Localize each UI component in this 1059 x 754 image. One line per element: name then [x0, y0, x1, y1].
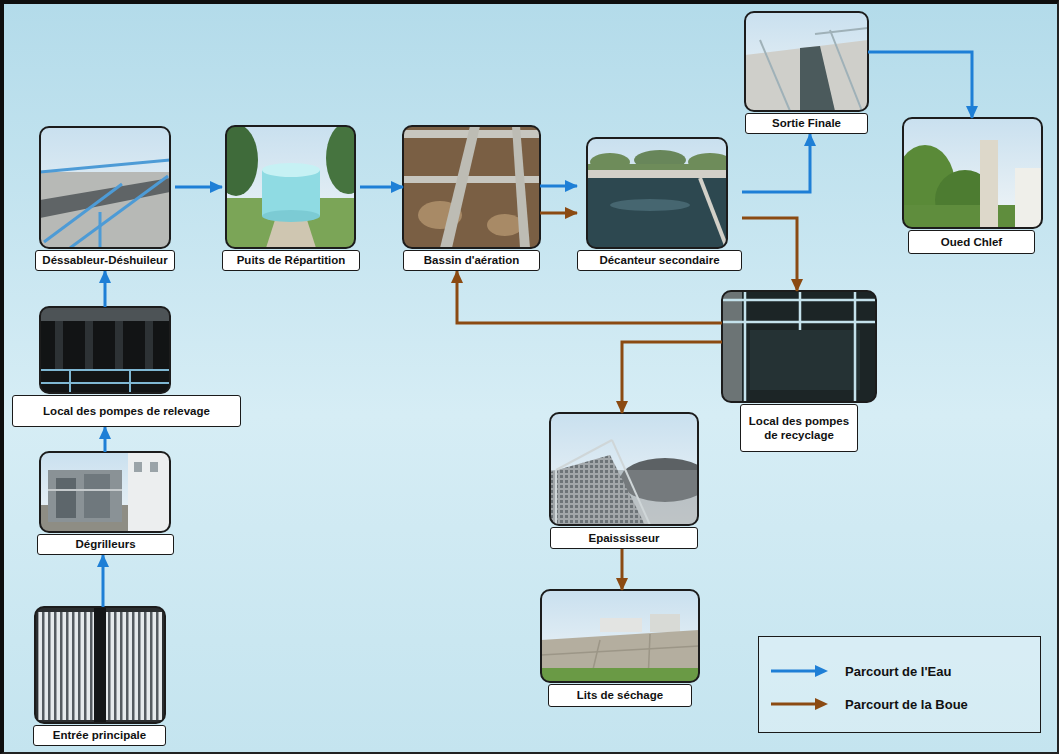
- step-label: Sortie Finale: [745, 113, 868, 134]
- step-label: Local des pompes de recyclage: [740, 404, 858, 452]
- step-label: Entrée principale: [33, 725, 166, 746]
- process-card: Bassin d'aération: [403, 126, 540, 271]
- step-label: Décanteur secondaire: [577, 250, 742, 271]
- step-label: Déssableur-Déshuileur: [35, 250, 175, 271]
- water-flow-arrow: [102, 555, 105, 607]
- water-flow-arrow: [175, 186, 222, 189]
- sludge-flow-arrow: [622, 342, 722, 413]
- water-flow-arrow: [742, 134, 810, 192]
- photo-screens: [40, 452, 170, 532]
- step-label: Epaississeur: [550, 527, 698, 549]
- legend-sample: [769, 664, 829, 678]
- photo-recycle-pumps: [722, 291, 876, 402]
- photo-lift-pumps: [40, 307, 170, 393]
- legend-box: Parcourt de l'EauParcourt de la Boue: [758, 636, 1041, 733]
- water-flow-arrow: [540, 185, 577, 188]
- step-label: Bassin d'aération: [403, 250, 540, 271]
- photo-final-outlet: [745, 12, 868, 111]
- legend-text: Parcourt de la Boue: [845, 697, 968, 712]
- step-label: Oued Chlef: [908, 230, 1035, 254]
- process-card: Local des pompes de recyclage: [722, 291, 876, 452]
- step-label: Puits de Répartition: [222, 250, 360, 271]
- process-card: Puits de Répartition: [222, 126, 360, 271]
- sludge-flow-arrow: [457, 271, 722, 323]
- photo-aeration-basin: [403, 126, 540, 248]
- process-card: Déssableur-Déshuileur: [35, 127, 175, 271]
- sludge-flow-arrow: [540, 212, 577, 215]
- legend-row: Parcourt de l'Eau: [769, 661, 1040, 681]
- photo-thickener: [550, 413, 710, 525]
- water-flow-arrow: [104, 427, 107, 452]
- step-label: Lits de séchage: [548, 684, 692, 707]
- process-card: Dégrilleurs: [37, 452, 174, 555]
- process-card: Oued Chlef: [903, 118, 1042, 254]
- photo-entrance: [35, 607, 165, 723]
- photo-distribution-well: [214, 122, 370, 248]
- step-label: Dégrilleurs: [37, 534, 174, 555]
- photo-grit-removal: [40, 127, 170, 248]
- sludge-flow-arrow: [742, 218, 797, 291]
- photo-drying-beds: [541, 590, 699, 682]
- step-label: Local des pompes de relevage: [12, 395, 241, 427]
- process-card: Lits de séchage: [541, 590, 699, 707]
- process-card: Epaississeur: [550, 413, 698, 549]
- legend-text: Parcourt de l'Eau: [845, 664, 951, 679]
- photo-river: [895, 118, 1042, 230]
- sludge-flow-arrow: [621, 549, 624, 590]
- water-flow-arrow: [868, 52, 972, 118]
- photo-clarifier: [587, 138, 732, 248]
- process-card: Entrée principale: [33, 607, 166, 746]
- legend-row: Parcourt de la Boue: [769, 694, 1040, 714]
- process-card: Local des pompes de relevage: [12, 307, 241, 427]
- process-card: Décanteur secondaire: [577, 138, 742, 271]
- process-card: Sortie Finale: [745, 12, 868, 134]
- water-flow-arrow: [104, 271, 107, 307]
- legend-sample: [769, 697, 829, 711]
- water-flow-arrow: [360, 186, 403, 189]
